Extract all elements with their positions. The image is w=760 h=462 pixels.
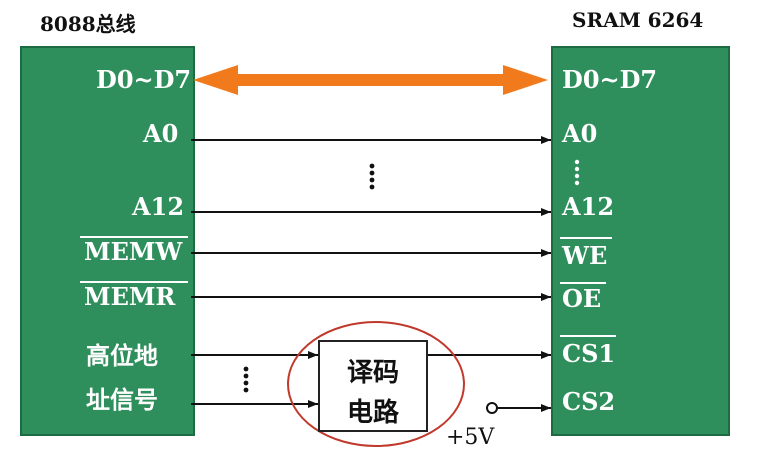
left-label-a12: A12 — [132, 192, 185, 221]
left-label-memw: MEMW — [84, 237, 183, 266]
address-ellipsis-middle — [369, 163, 375, 190]
right-title: SRAM 6264 — [572, 8, 704, 32]
right-label-a0: A0 — [562, 119, 598, 148]
vcc-terminal — [486, 402, 498, 414]
left-label-high-addr-2: 址信号 — [86, 385, 158, 414]
sram-6264-box — [551, 46, 730, 436]
right-label-d0-d7: D0~D7 — [562, 65, 658, 94]
bus-8088-box — [20, 46, 195, 436]
decoder-box: 译码 电路 — [318, 340, 428, 432]
decoder-label-line2: 电路 — [346, 398, 399, 428]
power-label: +5V — [446, 425, 495, 450]
right-label-cs2: CS2 — [562, 387, 616, 416]
address-ellipsis-sram — [574, 159, 580, 186]
right-label-a12: A12 — [562, 192, 615, 221]
right-label-we: WE — [562, 241, 608, 270]
left-title: 8088总线 — [40, 12, 136, 36]
left-label-memr: MEMR — [84, 282, 176, 311]
decoder-label-line1: 译码 — [346, 358, 399, 388]
left-label-high-addr-1: 高位地 — [86, 341, 158, 370]
high-address-ellipsis — [243, 366, 249, 393]
right-label-oe: OE — [562, 284, 602, 313]
left-label-d0-d7: D0~D7 — [96, 65, 192, 94]
right-label-cs1: CS1 — [562, 339, 616, 368]
left-label-a0: A0 — [143, 119, 179, 148]
decoder-highlight-ellipse — [287, 321, 465, 447]
data-bus-arrow — [193, 65, 548, 95]
